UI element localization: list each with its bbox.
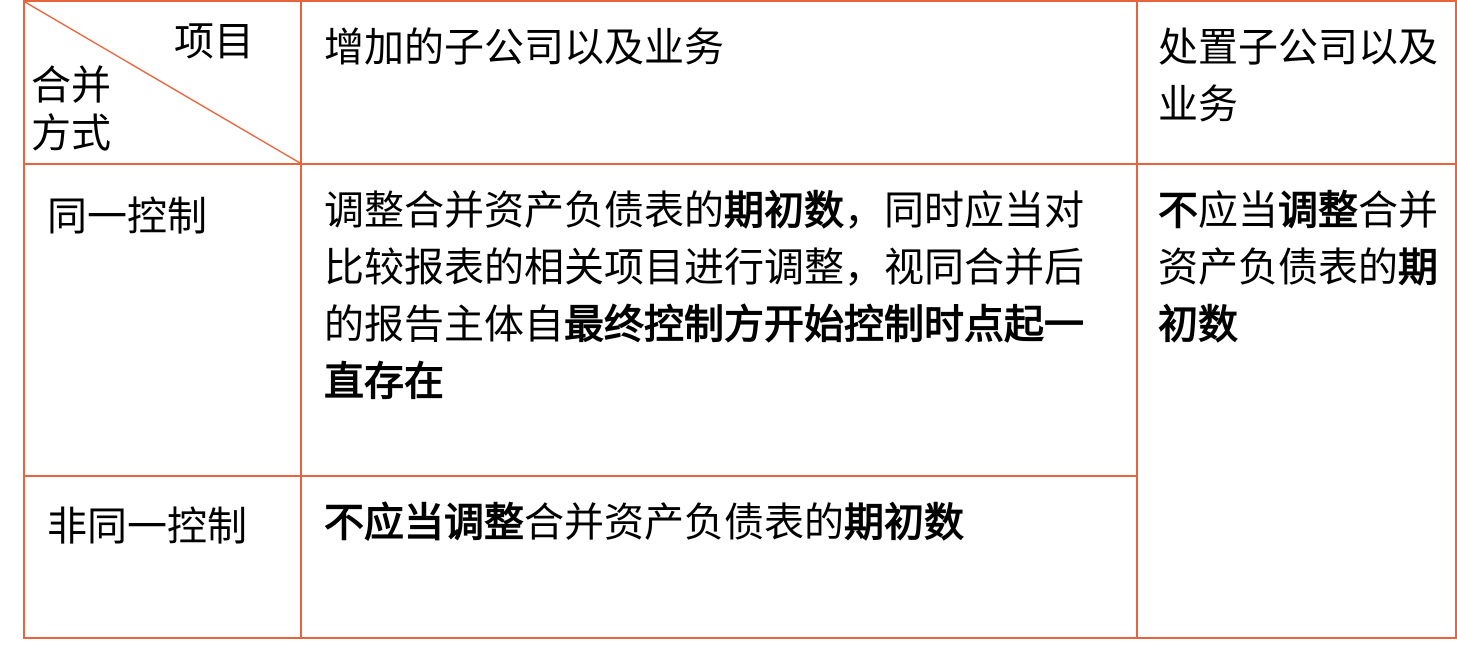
dispose-rule-cell: 不应当调整合并资产负债表的期初数 — [1136, 163, 1457, 639]
corner-header-cell: 项目 合并方式 — [23, 0, 302, 165]
corner-column-label: 项目 — [174, 19, 254, 65]
row-header-cell: 同一控制 — [23, 163, 302, 477]
rule-emphasis-segment: 调整 — [1278, 188, 1358, 234]
corner-row-label: 合并方式 — [31, 63, 111, 157]
rule-emphasis-segment: 不 — [1158, 188, 1198, 234]
header-add-label: 增加的子公司以及业务 — [324, 25, 724, 71]
add-rule-cell: 调整合并资产负债表的期初数，同时应当对比较报表的相关项目进行调整，视同合并后的报… — [300, 163, 1138, 477]
rule-text-segment: 应当 — [1198, 188, 1278, 234]
header-dispose-cell: 处置子公司以及业务 — [1136, 0, 1457, 165]
row-label-non-same-control: 非同一控制 — [26, 478, 299, 556]
rule-text-segment: 调整合并资产负债表的 — [324, 188, 724, 234]
header-add-cell: 增加的子公司以及业务 — [300, 0, 1138, 165]
consolidation-scope-table: 项目 合并方式 增加的子公司以及业务 处置子公司以及业务 同一控制 调整合并资产… — [23, 0, 1457, 639]
rule-text-segment: 合并资产负债表的 — [1158, 188, 1438, 291]
diagonal-divider — [26, 3, 299, 162]
rule-emphasis-segment: 期初数 — [844, 500, 964, 546]
add-rule-non-same-control: 不应当调整合并资产负债表的期初数 — [303, 478, 1135, 552]
rule-text-segment: ，同时应当对比较报表的相关项目进行调整，视同合并后的报告主体自 — [324, 188, 1084, 348]
header-dispose-label: 处置子公司以及业务 — [1158, 25, 1438, 128]
add-rule-cell: 不应当调整合并资产负债表的期初数 — [300, 475, 1138, 639]
rule-emphasis-segment: 不应当调整 — [324, 500, 524, 546]
table-row: 同一控制 调整合并资产负债表的期初数，同时应当对比较报表的相关项目进行调整，视同… — [23, 163, 1457, 639]
header-row: 项目 合并方式 增加的子公司以及业务 处置子公司以及业务 — [23, 0, 1457, 165]
dispose-rule-text: 不应当调整合并资产负债表的期初数 — [1139, 166, 1454, 354]
rule-emphasis-segment: 最终控制方开始控制时点起一直存在 — [324, 302, 1084, 405]
rule-text-segment: 合并资产负债表的 — [524, 500, 844, 546]
rule-emphasis-segment: 期初数 — [724, 188, 844, 234]
row-label-same-control: 同一控制 — [47, 194, 207, 240]
add-rule-same-control: 调整合并资产负债表的期初数，同时应当对比较报表的相关项目进行调整，视同合并后的报… — [303, 166, 1135, 411]
row-label-text: 非同一控制 — [47, 504, 247, 550]
row-header-cell: 非同一控制 — [23, 475, 302, 639]
table-row: 非同一控制 不应当调整合并资产负债表的期初数 — [23, 475, 1456, 639]
rule-emphasis-segment: 期初数 — [1158, 245, 1438, 348]
